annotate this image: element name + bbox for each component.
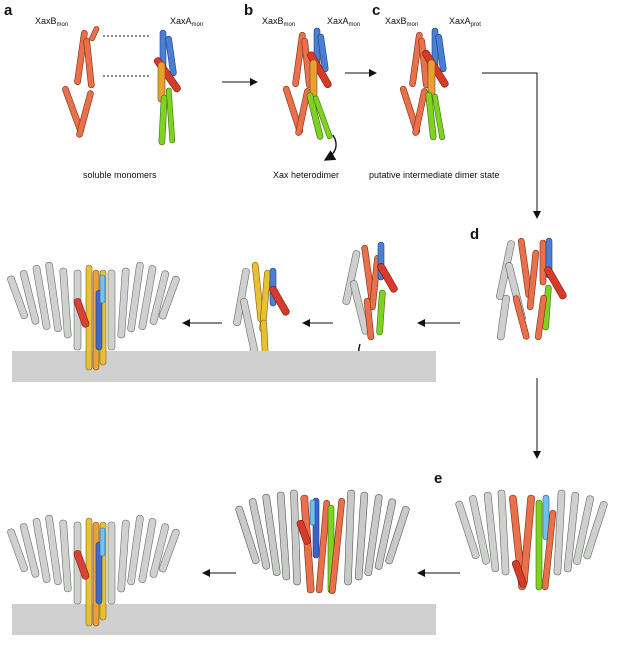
panel-b-rotation-arrow — [323, 134, 337, 161]
label-c-xaxb: XaxBmon — [385, 16, 419, 28]
pore-structure-top — [7, 261, 180, 371]
pore-structure-bottom — [7, 514, 180, 627]
panel-letter-d: d — [470, 226, 480, 243]
caption-xax-heterodimer: Xax heterodimer — [273, 170, 340, 180]
panel-a-xaxb-structure — [62, 26, 100, 138]
label-a-xaxb: XaxBmon — [35, 16, 69, 28]
panel-letter-c: c — [372, 2, 381, 19]
label-b-xaxb: XaxBmon — [262, 16, 296, 28]
label-b-xaxa: XaxAmon — [327, 16, 361, 28]
panel-a-xaxa-structure — [153, 29, 181, 146]
gold-monomer-structure — [233, 261, 290, 379]
panel-c-intermediate-structure — [399, 27, 449, 141]
panel-d-left-monomer — [342, 241, 398, 341]
caption-soluble-monomers: soluble monomers — [83, 170, 157, 180]
label-c-xaxa: XaxAprot — [449, 16, 481, 28]
panel-e-structure — [455, 489, 608, 591]
panel-letter-e: e — [434, 470, 443, 487]
panel-letter-a: a — [4, 2, 13, 19]
membrane-bottom — [12, 604, 436, 635]
panel-b-heterodimer-structure — [282, 27, 333, 140]
pore-structure-middle — [235, 489, 410, 595]
arrow-c-to-d — [482, 72, 541, 219]
panel-d-structure — [496, 237, 567, 341]
membrane-top — [12, 351, 436, 382]
label-a-xaxa: XaxAmon — [170, 16, 204, 28]
panel-letter-b: b — [244, 2, 254, 19]
caption-intermediate-dimer: putative intermediate dimer state — [369, 170, 500, 180]
